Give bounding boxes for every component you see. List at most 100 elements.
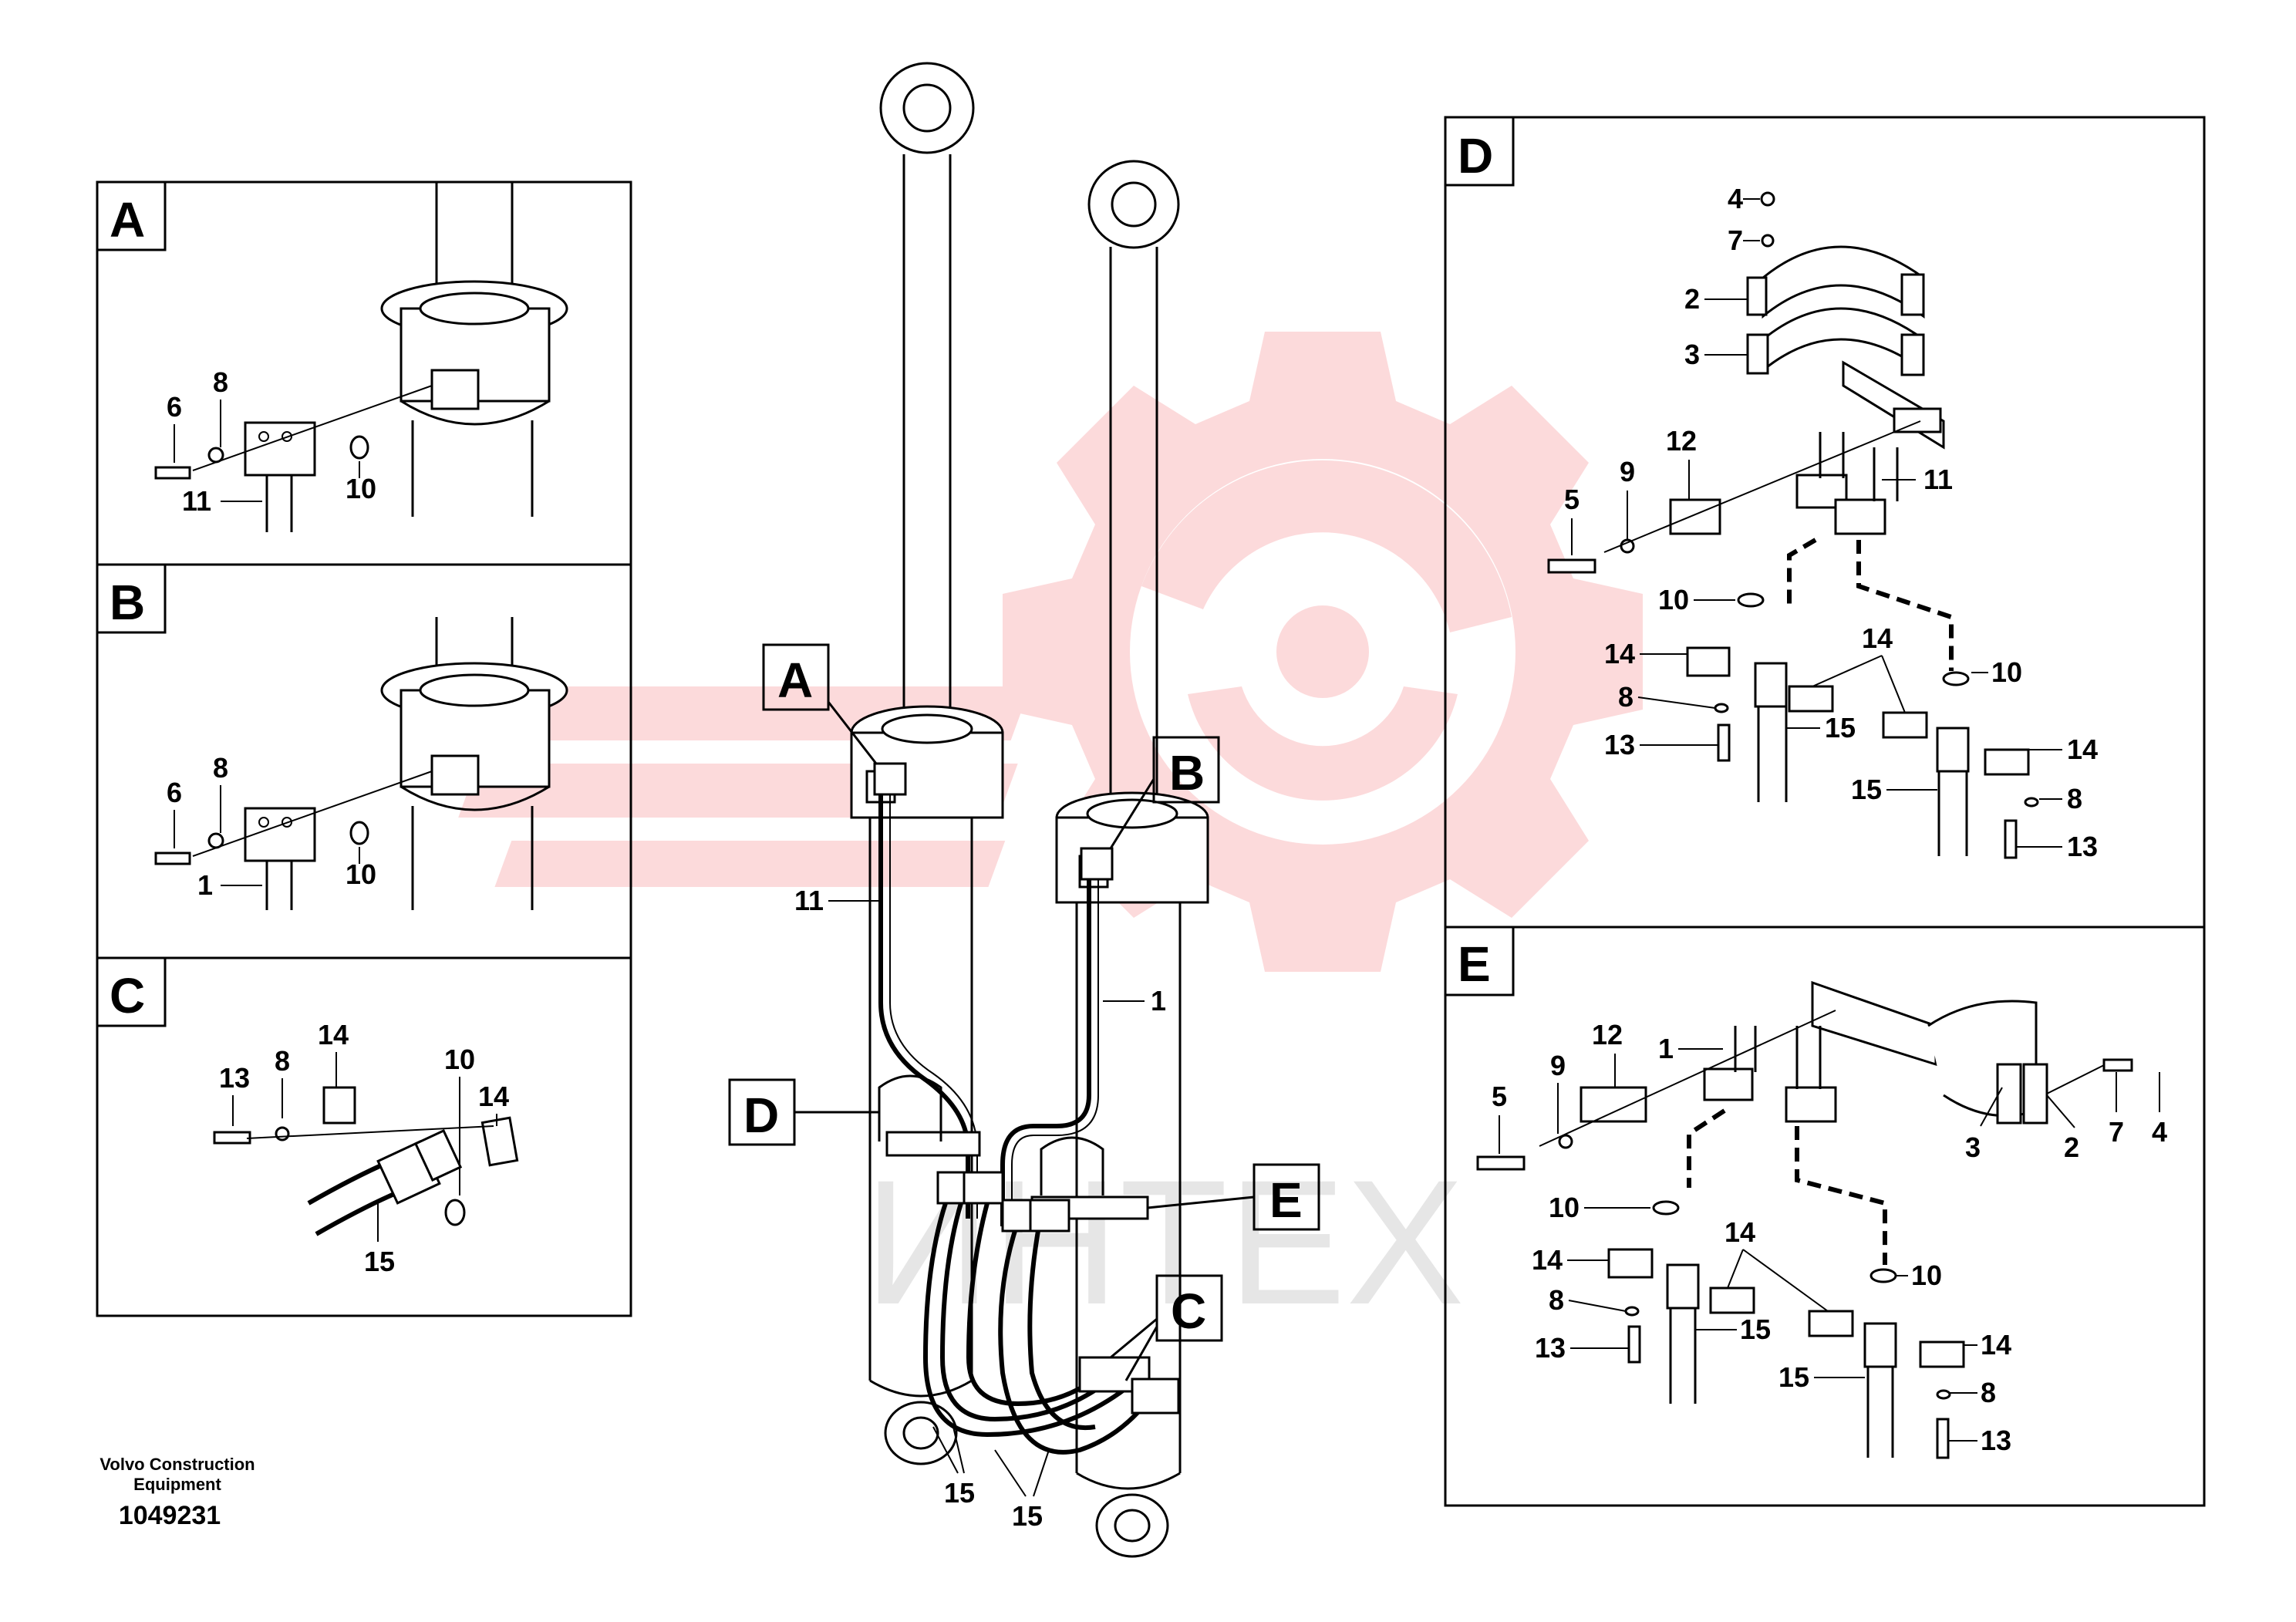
hoses-15 [922, 1202, 1180, 1455]
svg-text:10: 10 [1991, 656, 2022, 688]
svg-text:B: B [1169, 745, 1205, 801]
clamp-d [878, 1074, 981, 1157]
panel-letter: B [110, 575, 145, 630]
svg-text:10: 10 [346, 473, 376, 504]
svg-text:7: 7 [1728, 224, 1743, 256]
hose-end-c [213, 1086, 519, 1236]
svg-text:D: D [743, 1088, 779, 1143]
svg-text:14: 14 [1862, 622, 1893, 654]
svg-text:7: 7 [2109, 1116, 2124, 1148]
svg-text:13: 13 [1604, 729, 1635, 760]
svg-text:11: 11 [182, 485, 211, 517]
svg-text:8: 8 [213, 366, 228, 398]
svg-text:14: 14 [2067, 733, 2098, 765]
callout-d: D [728, 1078, 879, 1146]
detail-panel-d: D [1444, 116, 2206, 929]
labels-a: 6 8 10 11 [167, 366, 376, 517]
labels-b: 6 8 10 1 [167, 752, 376, 901]
svg-text:12: 12 [1666, 425, 1697, 457]
clamp-assembly-e [1476, 980, 2133, 1459]
svg-text:15: 15 [1012, 1500, 1043, 1532]
svg-text:11: 11 [794, 885, 824, 916]
svg-text:A: A [777, 653, 813, 708]
svg-text:10: 10 [444, 1044, 475, 1075]
labels-c: 13 8 14 10 14 15 [219, 1019, 509, 1277]
footer-line1: Volvo Construction [99, 1455, 255, 1474]
labels-d: 4 7 2 3 12 11 5 9 10 14 8 13 14 [1564, 183, 2098, 862]
svg-text:15: 15 [944, 1477, 975, 1509]
svg-text:C: C [1171, 1283, 1206, 1339]
svg-text:14: 14 [1604, 638, 1635, 669]
hose-flanges [873, 762, 1114, 1233]
svg-text:8: 8 [1618, 681, 1633, 713]
svg-text:13: 13 [1535, 1332, 1566, 1364]
svg-text:12: 12 [1592, 1019, 1623, 1050]
callout-b: B [1109, 736, 1220, 849]
panel-letter: E [1458, 936, 1491, 992]
detail-panel-a: A 6 8 10 [96, 180, 632, 566]
svg-text:14: 14 [1725, 1216, 1755, 1248]
svg-text:13: 13 [2067, 831, 2098, 862]
detail-panel-c: C 13 8 14 10 14 15 [96, 956, 632, 1317]
svg-text:13: 13 [219, 1062, 250, 1094]
svg-text:10: 10 [1549, 1192, 1580, 1223]
svg-text:14: 14 [318, 1019, 349, 1050]
detail-panel-b: B 6 8 10 1 [96, 563, 632, 959]
labels-main: 11 1 15 15 [794, 885, 1166, 1532]
svg-text:8: 8 [1981, 1377, 1996, 1408]
svg-text:1: 1 [197, 869, 213, 901]
main-assembly: A B C D E 11 1 15 [728, 62, 1320, 1558]
footer-block: Volvo Construction Equipment 1049231 [99, 1455, 255, 1530]
svg-text:15: 15 [1740, 1313, 1771, 1345]
svg-text:1: 1 [1151, 985, 1166, 1017]
clamp-assembly-d [1547, 191, 2039, 859]
svg-text:9: 9 [1550, 1050, 1566, 1081]
svg-text:15: 15 [1825, 712, 1856, 744]
panel-letter: A [110, 192, 145, 248]
svg-text:3: 3 [1965, 1131, 1981, 1163]
svg-text:5: 5 [1492, 1081, 1507, 1112]
detail-panel-e: E [1444, 926, 2206, 1507]
svg-text:15: 15 [364, 1246, 395, 1277]
svg-text:4: 4 [2152, 1116, 2167, 1148]
flange-fitting-a [154, 385, 433, 532]
callout-c: C [1110, 1274, 1223, 1381]
labels-e: 12 9 1 5 3 2 7 4 10 14 14 10 8 [1492, 1019, 2167, 1456]
svg-text:4: 4 [1728, 183, 1743, 214]
svg-text:8: 8 [275, 1045, 290, 1077]
svg-text:6: 6 [167, 777, 182, 808]
pipe-1 [1000, 879, 1099, 1226]
callout-e: E [1147, 1163, 1320, 1231]
svg-text:6: 6 [167, 391, 182, 423]
svg-text:2: 2 [1684, 283, 1700, 315]
svg-text:5: 5 [1564, 484, 1580, 515]
cylinder-head-a [380, 182, 568, 517]
svg-text:14: 14 [1532, 1244, 1563, 1276]
callout-a: A [762, 643, 878, 764]
svg-text:1: 1 [1658, 1033, 1674, 1064]
svg-text:14: 14 [1981, 1329, 2011, 1361]
svg-text:9: 9 [1620, 456, 1635, 487]
footer-line2: Equipment [133, 1475, 221, 1494]
svg-text:3: 3 [1684, 339, 1700, 370]
panel-letter: D [1458, 128, 1493, 184]
cylinder-head-b [380, 617, 568, 910]
svg-text:8: 8 [213, 752, 228, 784]
svg-text:13: 13 [1981, 1425, 2011, 1456]
right-cylinder [1055, 160, 1209, 1558]
svg-text:15: 15 [1851, 774, 1882, 805]
watermark-gear-logo [424, 332, 1643, 972]
flange-fitting-b [154, 771, 433, 910]
svg-text:11: 11 [1923, 464, 1953, 495]
svg-text:15: 15 [1778, 1361, 1809, 1393]
svg-text:E: E [1269, 1172, 1303, 1228]
svg-text:10: 10 [1911, 1259, 1942, 1291]
svg-text:14: 14 [478, 1081, 509, 1112]
svg-text:2: 2 [2064, 1131, 2079, 1163]
svg-text:8: 8 [1549, 1284, 1564, 1316]
svg-text:10: 10 [1658, 584, 1689, 615]
svg-text:8: 8 [2067, 783, 2082, 814]
panel-letter: C [110, 968, 145, 1023]
svg-text:10: 10 [346, 858, 376, 890]
